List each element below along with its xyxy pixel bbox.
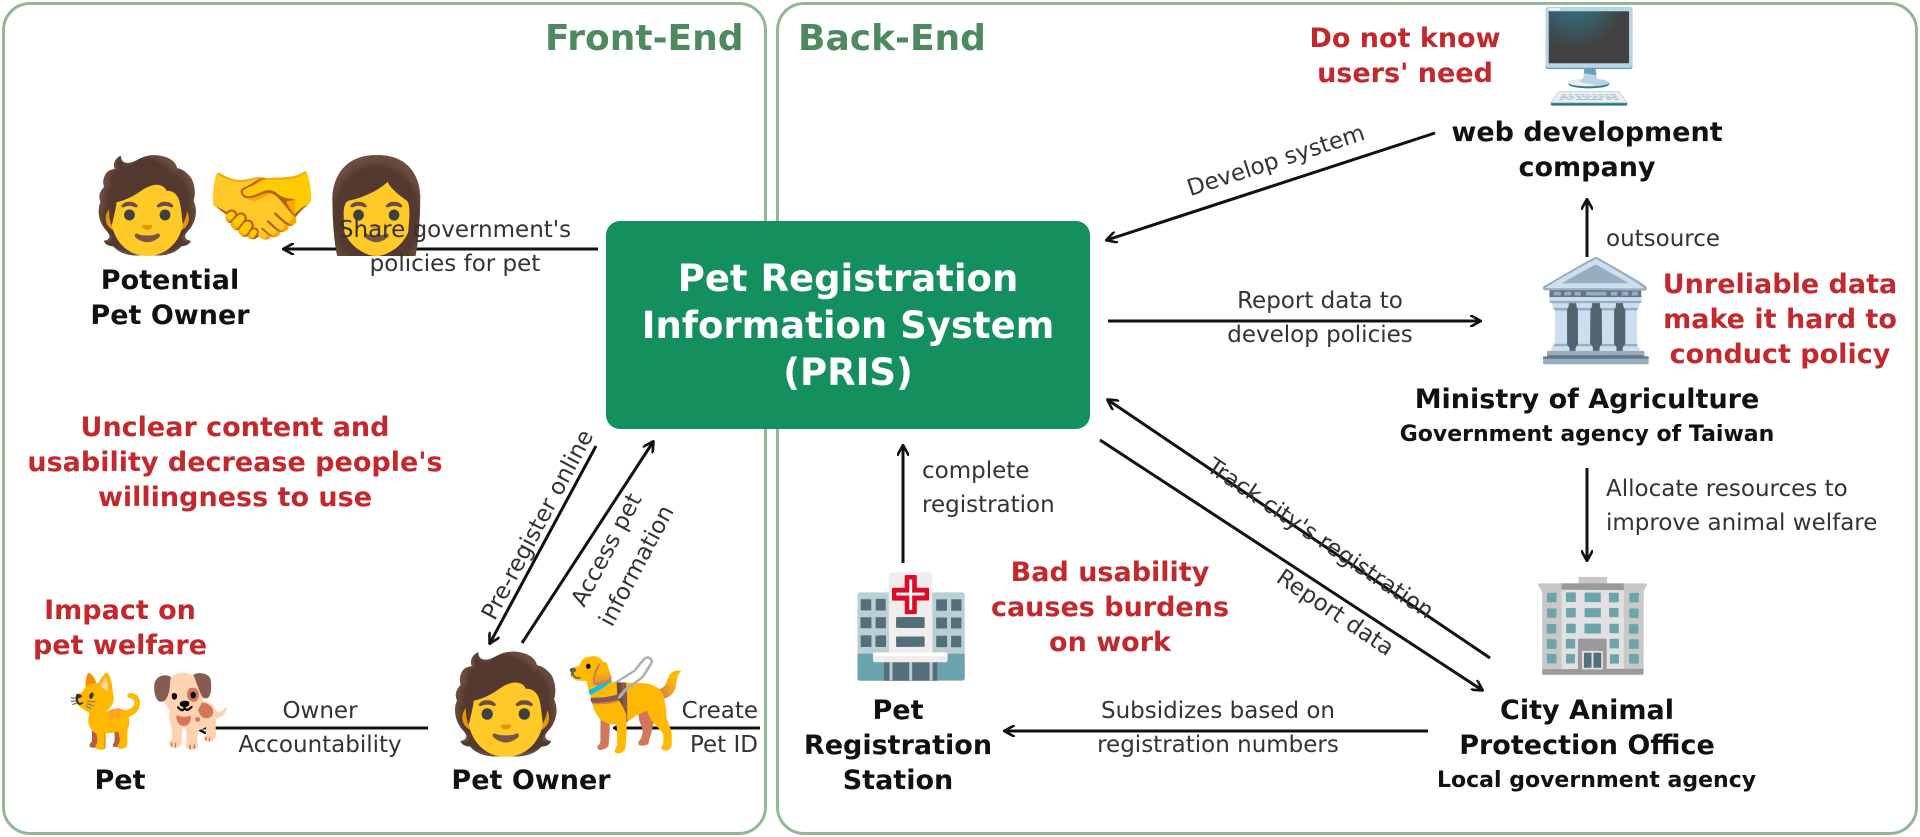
- webdev-label: web development company: [1451, 117, 1723, 183]
- station-label: Pet Registration Station: [803, 695, 993, 796]
- office-building-emoji: 🏢: [1532, 564, 1655, 678]
- city-office-label: City Animal Protection Office Local gove…: [1437, 695, 1757, 793]
- back-end-title: Back-End: [798, 18, 986, 59]
- arrow-develop-system: [1107, 131, 1436, 240]
- arrow-access: [520, 442, 653, 644]
- desktop-computer-emoji: 🖥️: [1533, 4, 1646, 109]
- ministry-label: Ministry of Agriculture Government agenc…: [1399, 384, 1775, 447]
- arrow-preregister: [490, 445, 598, 643]
- issue-unknown-need: Do not know users' need: [1309, 23, 1501, 89]
- cat-and-dog-emoji: 🐈🐕: [62, 670, 237, 752]
- issue-impact-welfare: Impact on pet welfare: [32, 595, 208, 661]
- person-with-guide-dog-emoji: 🧑🦮: [446, 648, 686, 760]
- pris-line1: Pet Registration: [677, 256, 1019, 300]
- share-label: Share government's policies for pet: [338, 217, 572, 277]
- pris-line2: Information System: [641, 303, 1055, 347]
- outsource-label: outsource: [1606, 226, 1721, 252]
- pris-box: Pet Registration Information System (PRI…: [606, 221, 1090, 429]
- complete-registration-label: complete registration: [922, 458, 1055, 518]
- pris-line3: (PRIS): [783, 350, 913, 394]
- arrow-track: [1108, 400, 1491, 660]
- arrow-report-data: [1099, 438, 1482, 690]
- pet-label: Pet: [94, 765, 146, 796]
- subsidize-label: Subsidizes based on registration numbers: [1097, 698, 1339, 758]
- pet-owner-label: Pet Owner: [451, 765, 611, 796]
- allocate-label: Allocate resources to improve animal wel…: [1606, 476, 1878, 536]
- owner-accountability-label: Owner Accountability: [238, 698, 402, 758]
- front-end-title: Front-End: [545, 18, 744, 59]
- classical-building-emoji: 🏛️: [1535, 254, 1658, 368]
- create-pet-id-label: Create Pet ID: [681, 698, 758, 758]
- people-emoji: 🧑‍🤝‍👩: [90, 152, 434, 259]
- potential-owner-label: Potential Pet Owner: [90, 265, 250, 331]
- issue-bad-usability: Bad usability causes burdens on work: [990, 557, 1230, 658]
- report-policies-label: Report data to develop policies: [1227, 288, 1413, 348]
- hospital-emoji: 🏥: [850, 570, 973, 684]
- issue-unreliable-data: Unreliable data make it hard to conduct …: [1662, 269, 1898, 370]
- issue-unclear-content: Unclear content and usability decrease p…: [27, 412, 443, 513]
